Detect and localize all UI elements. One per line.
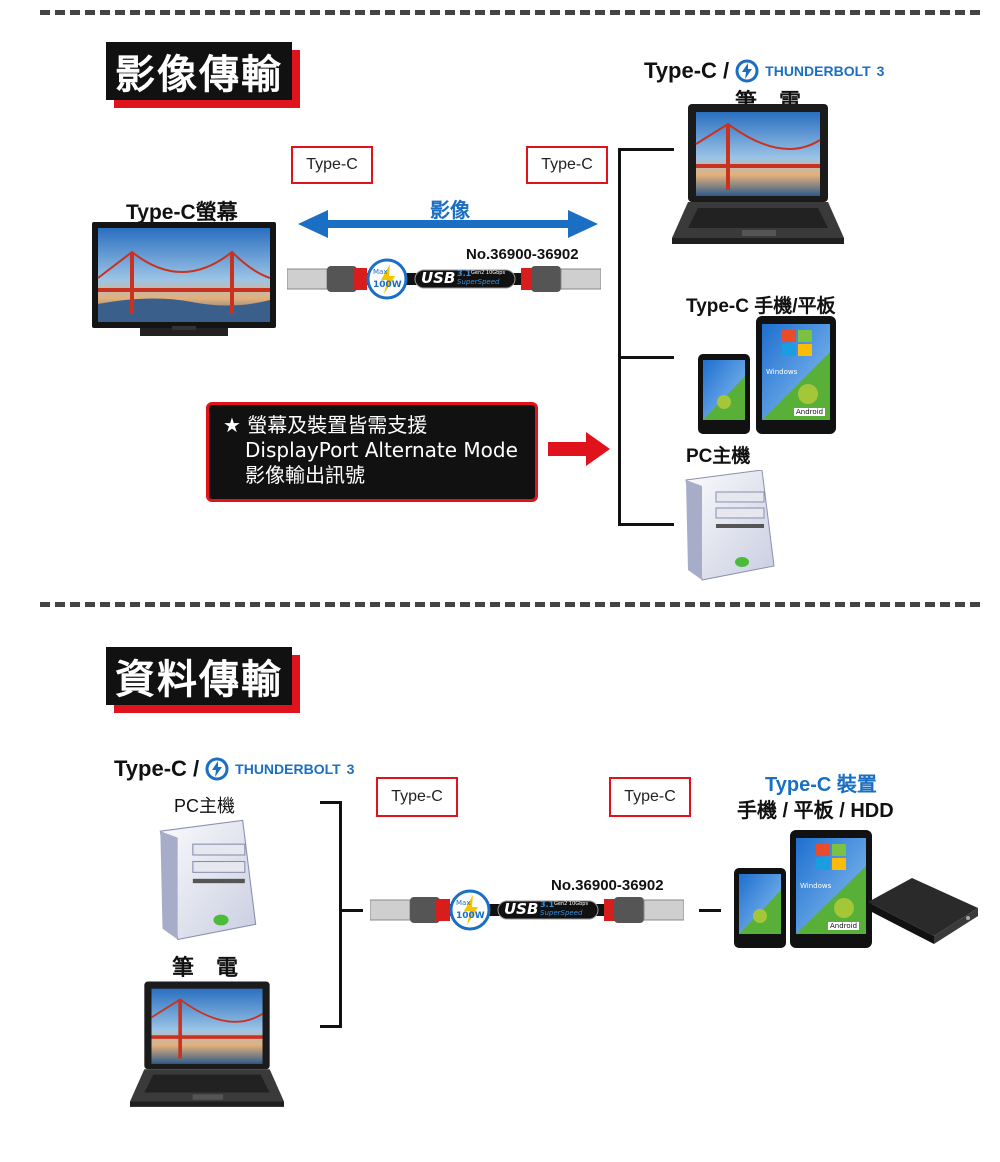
data-left-type-c-tag: Type-C (376, 777, 458, 817)
thunderbolt-icon (205, 757, 229, 781)
video-laptop-image (672, 104, 844, 244)
video-direction-arrow (298, 210, 598, 238)
usb-version: 3.1 (540, 900, 555, 909)
usb-superspeed: SuperSpeed (540, 909, 583, 917)
usb-gen: Gen2 10Gbps (554, 901, 589, 907)
data-bracket-top (320, 801, 342, 804)
video-bracket-mid (618, 356, 674, 359)
video-phone-tablet-image: Windows Android (698, 316, 836, 434)
usb-version: 3.1 (457, 269, 472, 278)
thunderbolt-number: 3 (876, 63, 885, 79)
requirement-notice: ★ 螢幕及裝置皆需支援 DisplayPort Alternate Mode 影… (206, 402, 538, 502)
video-cable-model: No.36900-36902 (466, 246, 579, 263)
thunderbolt-icon (735, 59, 759, 83)
data-cable: Max 100W USB 3.1 Gen2 10Gbps SuperSpeed (369, 889, 685, 931)
thunderbolt-text: THUNDERBOLT (765, 63, 871, 79)
data-laptop-image (130, 981, 284, 1107)
video-pc-image (685, 470, 775, 581)
data-laptop-label: 筆 電 (172, 955, 239, 980)
cable-graphic (369, 889, 685, 931)
video-cable: Max 100W USB 3.1 Gen2 10Gbps SuperSpeed (286, 258, 602, 300)
usb-gen: Gen2 10Gbps (471, 270, 506, 276)
data-pc-label: PC主機 (174, 796, 236, 816)
mobile-devices-graphic (698, 316, 836, 434)
video-right-type-c-tag: Type-C (526, 146, 608, 184)
data-right-type-c-tag: Type-C (609, 777, 691, 817)
badge-power: 100W (456, 911, 485, 921)
middle-divider (40, 602, 980, 607)
badge-power: 100W (373, 280, 402, 290)
video-phone-tablet-label: Type-C 手機/平板 (686, 296, 836, 317)
top-divider (40, 10, 980, 15)
video-laptop-prefix: Type-C / (644, 58, 730, 83)
mobile-devices-graphic (734, 830, 872, 948)
data-bracket-vertical (339, 801, 342, 1028)
video-bracket-vertical (618, 148, 621, 526)
android-label: Android (794, 408, 826, 416)
data-pc-image (159, 819, 257, 941)
thunderbolt-number: 3 (346, 761, 355, 777)
data-section-title: 資料傳輸 (106, 647, 292, 705)
video-bracket-top (618, 148, 674, 151)
data-device-connector (699, 909, 721, 912)
video-bracket-bottom (618, 523, 674, 526)
thunderbolt-text: THUNDERBOLT (235, 761, 341, 777)
external-hdd-image (868, 878, 978, 944)
usb-superspeed: SuperSpeed (457, 278, 500, 286)
video-pc-label: PC主機 (686, 446, 751, 467)
data-left-prefix: Type-C / (114, 756, 200, 781)
usb-text: USB (504, 900, 539, 918)
windows-label: Windows (800, 882, 832, 890)
cable-graphic (286, 258, 602, 300)
notice-red-arrow (548, 432, 610, 466)
monitor-label: Type-C螢幕 (126, 201, 238, 224)
data-cable-model: No.36900-36902 (551, 877, 664, 894)
notice-line-2: DisplayPort Alternate Mode (245, 438, 518, 462)
data-device-subtitle: 手機 / 平板 / HDD (737, 800, 894, 822)
usb-text: USB (421, 269, 456, 287)
notice-line-1: ★ 螢幕及裝置皆需支援 (223, 413, 428, 437)
data-phone-tablet-image: Windows Android (734, 830, 872, 948)
notice-line-3: 影像輸出訊號 (245, 463, 365, 487)
data-bracket-bottom (320, 1025, 342, 1028)
monitor-image (92, 222, 276, 336)
data-left-header: Type-C / THUNDERBOLT 3 (114, 756, 354, 782)
video-arrow-label: 影像 (430, 200, 470, 222)
windows-label: Windows (766, 368, 798, 376)
android-label: Android (828, 922, 860, 930)
badge-max: Max (373, 268, 388, 276)
video-left-type-c-tag: Type-C (291, 146, 373, 184)
data-device-title: Type-C 裝置 (765, 774, 877, 796)
data-bracket-connector (339, 909, 363, 912)
video-laptop-header: Type-C / THUNDERBOLT 3 (644, 58, 884, 84)
video-section-title: 影像傳輸 (106, 42, 292, 100)
badge-max: Max (456, 899, 471, 907)
